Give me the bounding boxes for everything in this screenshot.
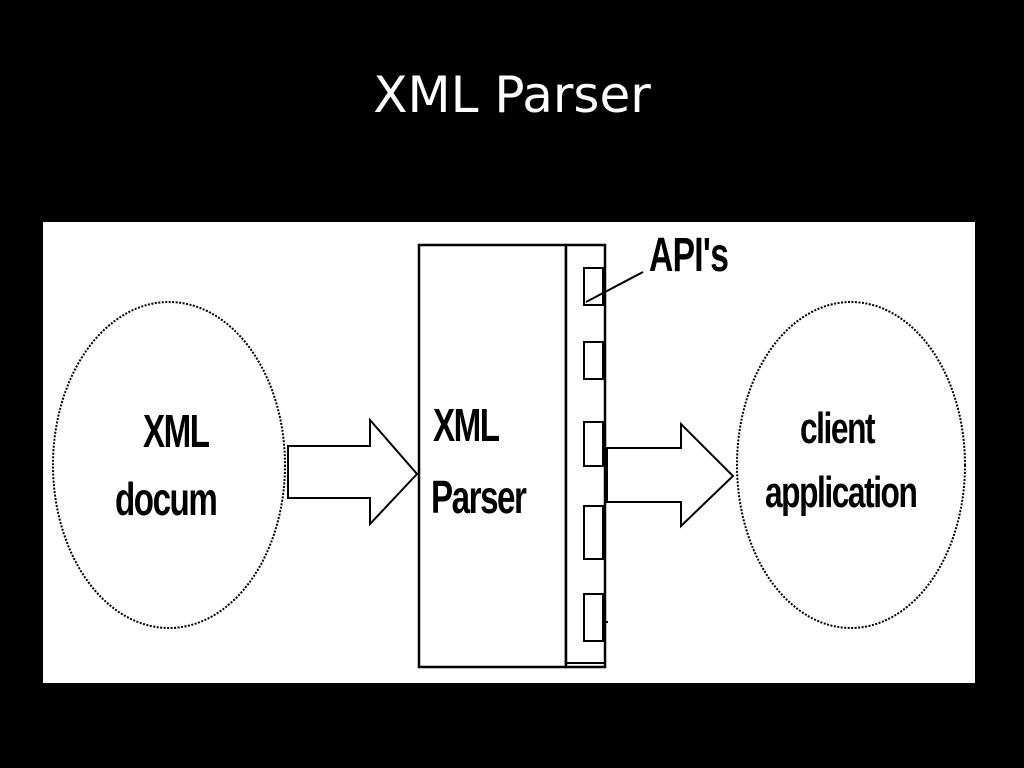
parser-label-line1: XML [433,399,500,451]
api-label: API's [649,229,729,282]
xml-document-label-line2: docum [115,473,218,525]
client-label-line2: application [765,468,918,517]
arrow-doc-to-parser [287,417,419,527]
client-label-line1: client [800,404,876,453]
api-slot-1 [583,267,604,306]
xml-document-label-line1: XML [143,405,210,457]
parser-box [417,243,568,669]
api-slot-4 [583,505,604,560]
slide-title: XML Parser [373,66,651,124]
api-slot-3 [583,421,604,467]
client-application-ellipse [736,301,966,629]
diagram-canvas [52,243,966,669]
api-label-leader [585,271,644,303]
api-slot-5 [583,593,604,642]
arrow-parser-to-client [606,421,735,529]
xml-document-ellipse [52,301,286,629]
diagram-panel: XML docum XML Parser client application … [43,222,975,683]
parser-label-line2: Parser [431,471,527,523]
api-slot-2 [583,341,604,380]
